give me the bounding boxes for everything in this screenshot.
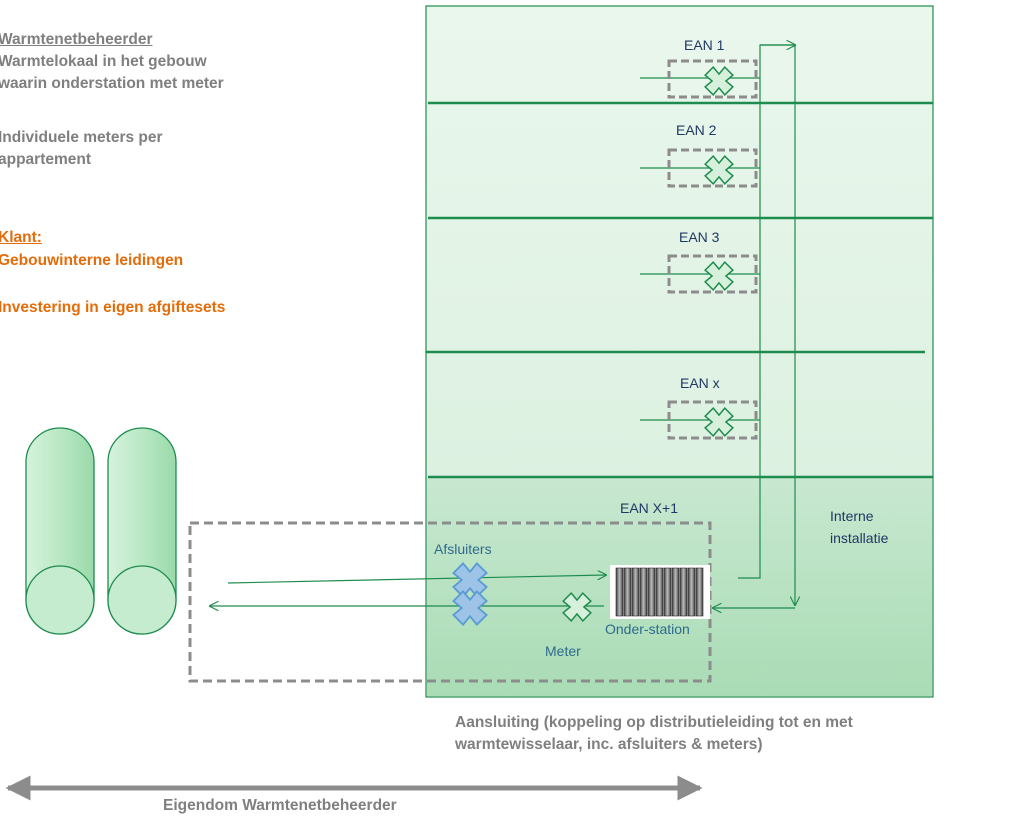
connection-boundary	[188, 521, 712, 683]
owner-heading: Warmtenetbeheerder	[0, 31, 153, 48]
street-pipes	[25, 427, 177, 635]
owner-line: Individuele meters per	[0, 129, 163, 146]
floor-label-ean-1: EAN 1	[684, 37, 725, 53]
floor-label-ean-3: EAN 3	[679, 229, 720, 245]
substation-icon	[610, 565, 710, 619]
internal-installation-label: Interne	[830, 508, 874, 524]
floor-meter-x	[640, 400, 760, 440]
connection-description: warmtewisselaar, inc. afsluiters & meter…	[455, 736, 763, 753]
substation-label: Onder-station	[605, 621, 690, 637]
client-line: Investering in eigen afgiftesets	[0, 299, 226, 316]
floor-label-ean-x: EAN x	[680, 375, 720, 391]
floor-meter-2	[640, 148, 760, 188]
floor-meter-3	[640, 254, 760, 294]
riser-pipes	[713, 45, 795, 608]
client-line: Gebouwinterne leidingen	[0, 252, 184, 269]
floor-label-ean-2: EAN 2	[676, 122, 717, 138]
meter-label: Meter	[545, 643, 581, 659]
floor-label-ean-x-plus-1: EAN X+1	[620, 500, 678, 516]
owner-line: Warmtelokaal in het gebouw	[0, 53, 207, 70]
valves-label: Afsluiters	[434, 541, 492, 557]
owner-line: waarin onderstation met meter	[0, 75, 224, 92]
client-heading: Klant:	[0, 229, 42, 246]
ownership-label: Eigendom Warmtenetbeheerder	[163, 797, 397, 814]
connection-description: Aansluiting (koppeling op distributielei…	[455, 714, 853, 731]
owner-line: appartement	[0, 151, 92, 168]
internal-installation-label: installatie	[830, 530, 889, 546]
floor-meter-1	[640, 59, 760, 99]
service-lines	[210, 575, 606, 606]
